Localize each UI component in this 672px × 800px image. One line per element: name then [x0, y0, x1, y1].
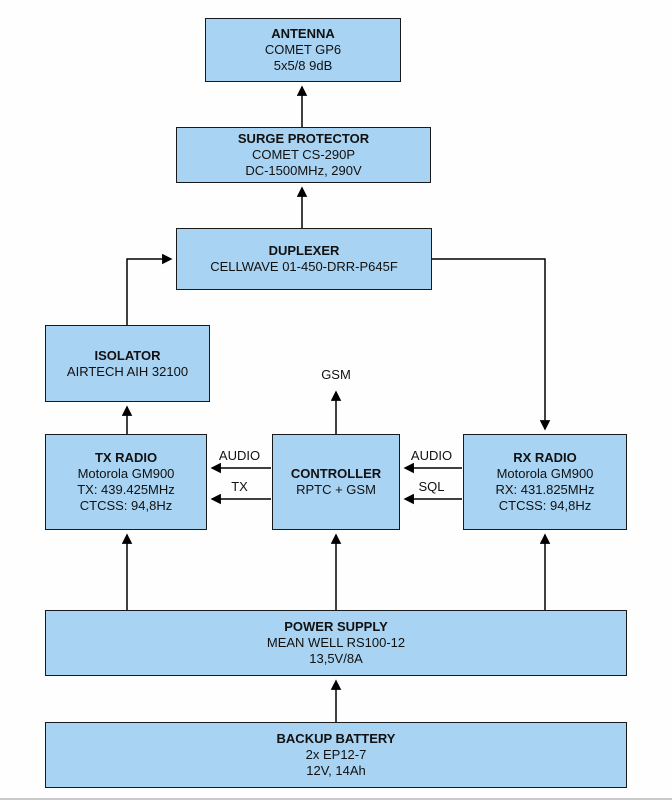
node-duplexer: DUPLEXER CELLWAVE 01-450-DRR-P645F [176, 228, 432, 290]
edge-label-audio-controller-to-tx: AUDIO [218, 448, 261, 463]
node-controller-title: CONTROLLER [290, 466, 382, 481]
edge-label-sql: SQL [418, 479, 445, 494]
node-controller-line: RPTC + GSM [296, 482, 376, 497]
node-rx-radio-line: CTCSS: 94,8Hz [498, 498, 592, 513]
node-isolator-line: AIRTECH AIH 32100 [66, 363, 189, 379]
node-isolator-title: ISOLATOR [94, 347, 161, 363]
node-antenna-line: COMET GP6 [264, 42, 342, 57]
arrow-duplexer-to-rxradio [432, 258, 551, 431]
arrow-isolator-to-duplexer [126, 253, 173, 325]
node-backup-battery-line: 12V, 14Ah [306, 763, 366, 778]
node-duplexer-title: DUPLEXER [268, 243, 340, 258]
node-tx-radio-line: Motorola GM900 [77, 466, 175, 481]
node-controller: CONTROLLER RPTC + GSM [272, 434, 400, 530]
node-backup-battery-line: 2x EP12-7 [305, 747, 367, 762]
node-rx-radio-title: RX RADIO [513, 450, 577, 465]
edge-label-tx-ptt: TX [231, 479, 248, 494]
node-surge-protector-line: COMET CS-290P [251, 147, 356, 162]
node-antenna: ANTENNA COMET GP6 5x5/8 9dB [205, 18, 401, 82]
node-antenna-title: ANTENNA [271, 26, 335, 41]
node-tx-radio-title: TX RADIO [94, 450, 158, 465]
node-rx-radio-line: RX: 431.825MHz [495, 482, 595, 497]
node-surge-protector-line: DC-1500MHz, 290V [245, 163, 362, 178]
node-duplexer-line: CELLWAVE 01-450-DRR-P645F [210, 259, 398, 274]
node-surge-protector: SURGE PROTECTOR COMET CS-290P DC-1500MHz… [176, 127, 431, 183]
node-backup-battery: BACKUP BATTERY 2x EP12-7 12V, 14Ah [45, 722, 627, 788]
edge-label-audio-rx-to-controller: AUDIO [410, 448, 453, 463]
edge-label-gsm: GSM [321, 367, 351, 382]
node-surge-protector-title: SURGE PROTECTOR [237, 131, 370, 146]
node-rx-radio-line: Motorola GM900 [496, 466, 594, 481]
node-antenna-line: 5x5/8 9dB [273, 58, 333, 73]
node-power-supply-line: 13,5V/8A [309, 651, 363, 666]
node-isolator: ISOLATOR AIRTECH AIH 32100 [45, 325, 210, 402]
node-power-supply-title: POWER SUPPLY [284, 619, 388, 634]
node-power-supply-line: MEAN WELL RS100-12 [266, 635, 406, 650]
node-backup-battery-title: BACKUP BATTERY [276, 731, 396, 746]
node-rx-radio: RX RADIO Motorola GM900 RX: 431.825MHz C… [463, 434, 627, 530]
node-tx-radio-line: CTCSS: 94,8Hz [79, 498, 173, 513]
node-power-supply: POWER SUPPLY MEAN WELL RS100-12 13,5V/8A [45, 610, 627, 676]
node-tx-radio: TX RADIO Motorola GM900 TX: 439.425MHz C… [45, 434, 207, 530]
node-tx-radio-line: TX: 439.425MHz [77, 482, 175, 497]
